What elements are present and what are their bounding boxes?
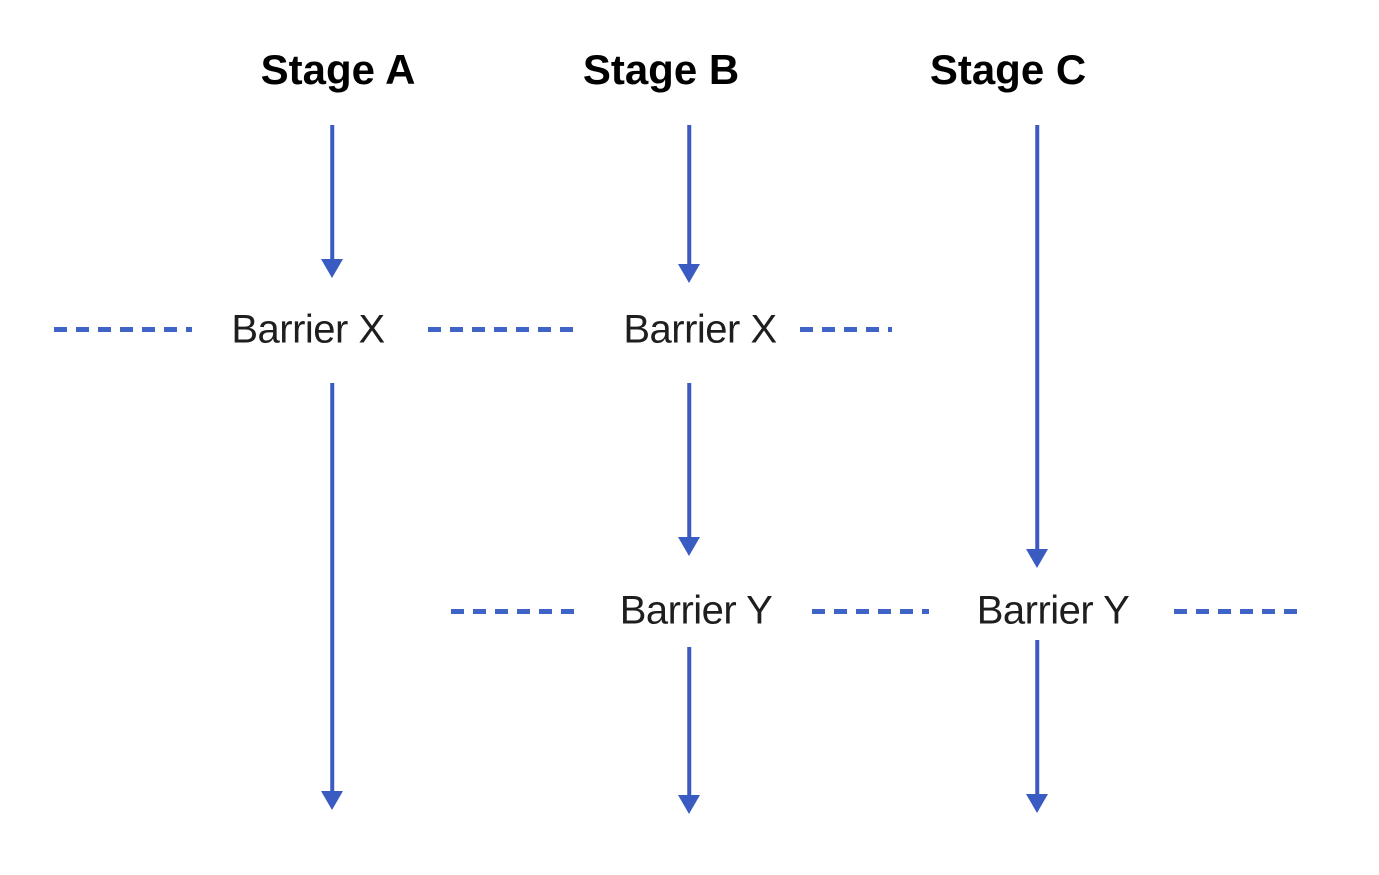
barrier-y-label-stage-c: Barrier Y	[976, 588, 1130, 633]
stage-c-label: Stage C	[929, 46, 1087, 93]
barrier-y-dash-left	[451, 609, 580, 614]
barrier-y-label-stage-b: Barrier Y	[619, 588, 773, 633]
stage-a-arrow-to-barrier-x	[320, 125, 344, 278]
stage-a-label: Stage A	[260, 46, 416, 93]
stage-c-arrow-to-barrier-y	[1025, 125, 1049, 568]
arrowhead-down-icon	[321, 259, 343, 278]
barrier-x-dash-middle	[428, 327, 580, 332]
barrier-y-dash-middle	[812, 609, 929, 614]
stage-a-arrow-after-barrier-x	[320, 383, 344, 810]
arrowhead-down-icon	[678, 537, 700, 556]
arrow-shaft	[687, 383, 691, 543]
arrowhead-down-icon	[678, 795, 700, 814]
stage-b-label: Stage B	[582, 46, 740, 93]
stage-b-arrow-to-barrier-x	[677, 125, 701, 283]
arrow-shaft	[1035, 125, 1039, 555]
arrowhead-down-icon	[1026, 549, 1048, 568]
arrow-shaft	[687, 647, 691, 801]
barrier-x-label-stage-a: Barrier X	[231, 307, 385, 352]
arrow-shaft	[330, 383, 334, 797]
barrier-x-dash-right	[800, 327, 892, 332]
barrier-x-label-stage-b: Barrier X	[623, 307, 777, 352]
stage-b-arrow-barrier-x-to-barrier-y	[677, 383, 701, 556]
barrier-y-dash-right	[1174, 609, 1299, 614]
arrowhead-down-icon	[678, 264, 700, 283]
arrow-shaft	[687, 125, 691, 270]
arrowhead-down-icon	[1026, 794, 1048, 813]
stage-c-arrow-after-barrier-y	[1025, 640, 1049, 813]
stage-b-arrow-after-barrier-y	[677, 647, 701, 814]
barrier-x-dash-left	[54, 327, 192, 332]
arrowhead-down-icon	[321, 791, 343, 810]
arrow-shaft	[330, 125, 334, 265]
arrow-shaft	[1035, 640, 1039, 800]
